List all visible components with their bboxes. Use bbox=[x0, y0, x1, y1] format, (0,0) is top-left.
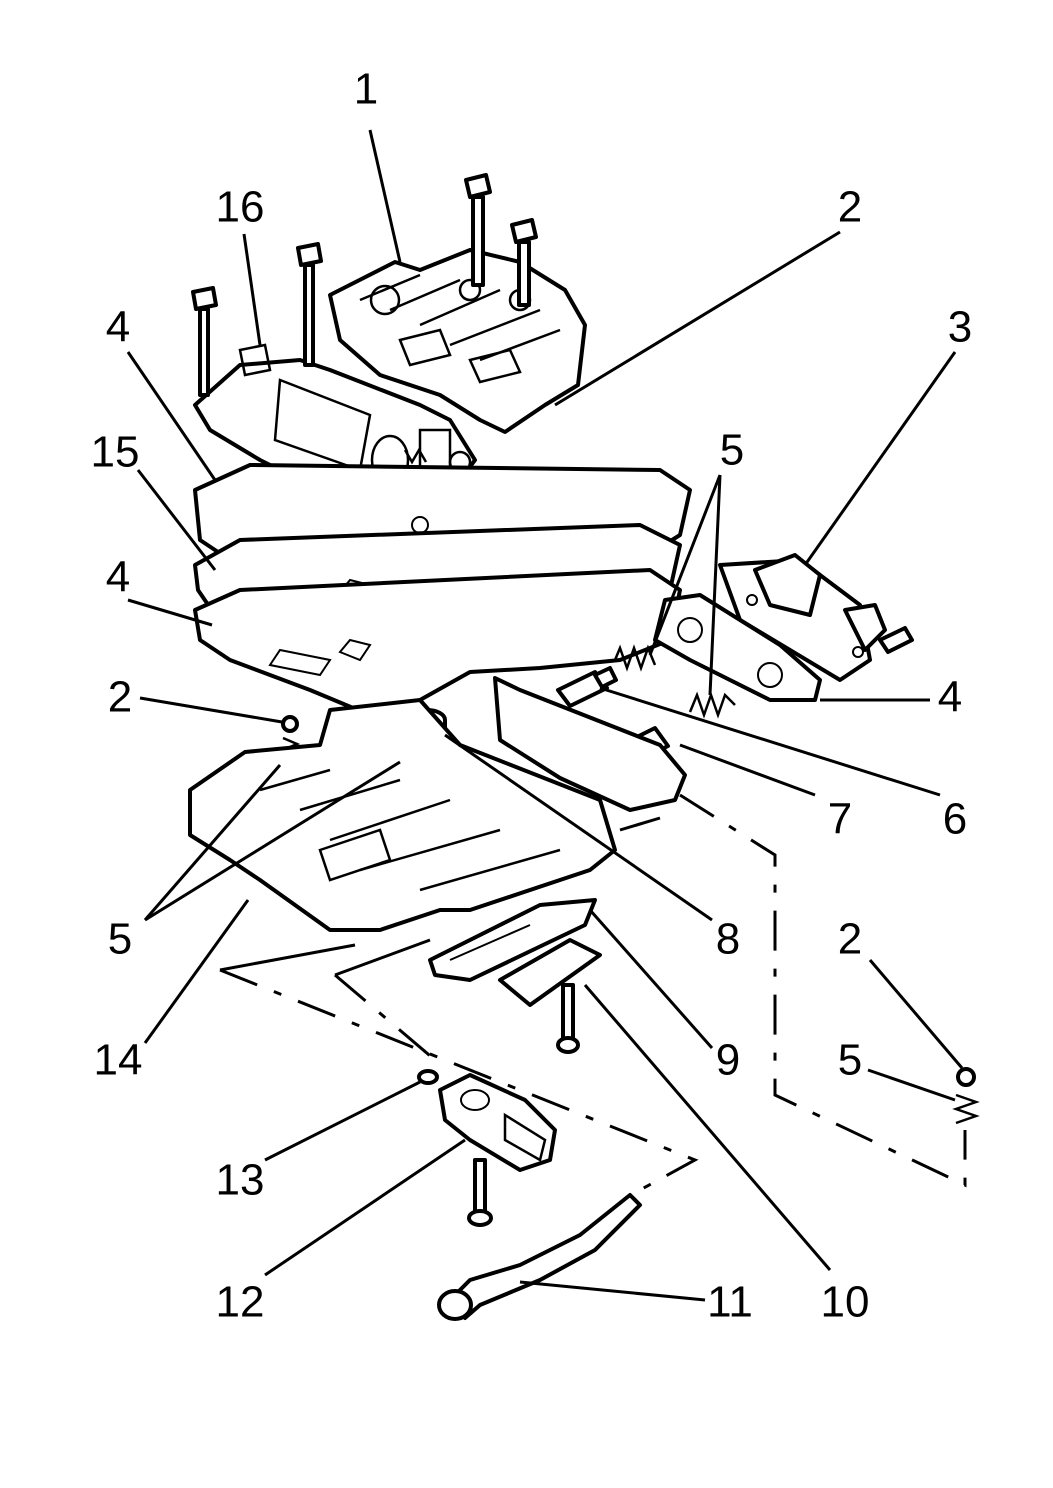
callout-14: 14 bbox=[94, 1036, 143, 1085]
lower-valve-body bbox=[188, 698, 617, 932]
callout-9: 9 bbox=[716, 1036, 740, 1085]
callout-12: 12 bbox=[216, 1278, 265, 1327]
callout-16: 16 bbox=[216, 183, 265, 232]
callout-3: 3 bbox=[948, 303, 972, 352]
assembly-lines bbox=[219, 793, 967, 1192]
callout-5: 5 bbox=[720, 426, 744, 475]
check-ball bbox=[281, 715, 299, 733]
callout-7: 7 bbox=[828, 795, 852, 844]
callout-11: 11 bbox=[707, 1278, 753, 1327]
spring bbox=[952, 1093, 980, 1125]
check-ball bbox=[956, 1067, 976, 1087]
callout-10: 10 bbox=[821, 1278, 870, 1327]
solenoid-bolt bbox=[467, 1158, 493, 1227]
solenoid-gasket bbox=[653, 593, 822, 702]
valve-body-bolt bbox=[464, 173, 492, 287]
callout-4: 4 bbox=[938, 673, 962, 722]
solenoid-12 bbox=[438, 1073, 557, 1172]
callout-13: 13 bbox=[216, 1156, 265, 1205]
callout-2: 2 bbox=[838, 183, 862, 232]
accumulator-bolt bbox=[296, 242, 323, 367]
spring bbox=[688, 691, 736, 719]
leader-lines bbox=[126, 129, 964, 1302]
callout-1: 1 bbox=[354, 65, 378, 114]
solenoid-assembly bbox=[718, 553, 914, 682]
bracket-9 bbox=[428, 898, 597, 982]
callout-5: 5 bbox=[838, 1036, 862, 1085]
callout-4: 4 bbox=[106, 303, 130, 352]
o-ring-13 bbox=[417, 1069, 439, 1085]
lower-gasket bbox=[193, 568, 682, 717]
clip-10 bbox=[498, 938, 602, 1007]
manual-valve-11 bbox=[437, 1193, 642, 1321]
spring bbox=[613, 644, 657, 672]
valve-6 bbox=[556, 666, 618, 708]
accumulator-bolt bbox=[191, 286, 218, 397]
clip-bolt bbox=[556, 983, 580, 1054]
callout-5: 5 bbox=[108, 915, 132, 964]
separator-plate bbox=[493, 676, 687, 812]
callout-6: 6 bbox=[943, 795, 967, 844]
callout-8: 8 bbox=[716, 915, 740, 964]
callout-labels: 1 2 16 3 4 15 4 5 2 4 7 6 5 8 2 14 9 5 1… bbox=[91, 65, 973, 1327]
valve-body-bolt bbox=[510, 218, 538, 307]
callout-2: 2 bbox=[838, 915, 862, 964]
callout-4: 4 bbox=[106, 553, 130, 602]
callout-15: 15 bbox=[91, 428, 140, 477]
callout-2: 2 bbox=[108, 673, 132, 722]
